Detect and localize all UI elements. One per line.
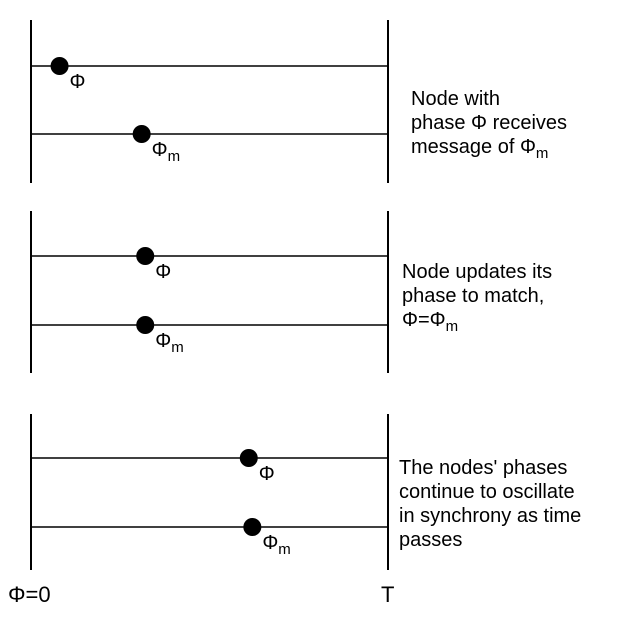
panel-2-message-dot [136, 316, 155, 334]
panel-3-node-dot [239, 449, 258, 467]
panel-1-caption-subscript: m [535, 145, 549, 162]
panel-2-node-dot [136, 247, 155, 265]
panel-3-caption: The nodes' phases continue to oscillate … [399, 457, 582, 551]
axis-start-label: Φ=0 [8, 582, 51, 607]
panel-3-message-label: Φm [262, 532, 290, 558]
panel-2-caption: Node updates its phase to match, Φ=Φm [402, 261, 553, 335]
panel-1-message-label: Φm [152, 139, 180, 165]
panel-2-caption-subscript: m [445, 318, 459, 335]
panel-3-node-label: Φ [259, 463, 275, 485]
panel-2-node-label: Φ [155, 261, 171, 283]
panel-2-message-label: Φm [155, 330, 183, 356]
panel-1-caption: Node with phase Φ receives message of Φm [411, 88, 568, 162]
panel-1-message-dot [132, 125, 151, 143]
axis-end-label: T [381, 582, 395, 607]
panel-3-message-dot [243, 518, 262, 536]
panel-1-node-dot [50, 57, 69, 75]
panel-1-node-label: Φ [70, 71, 86, 93]
